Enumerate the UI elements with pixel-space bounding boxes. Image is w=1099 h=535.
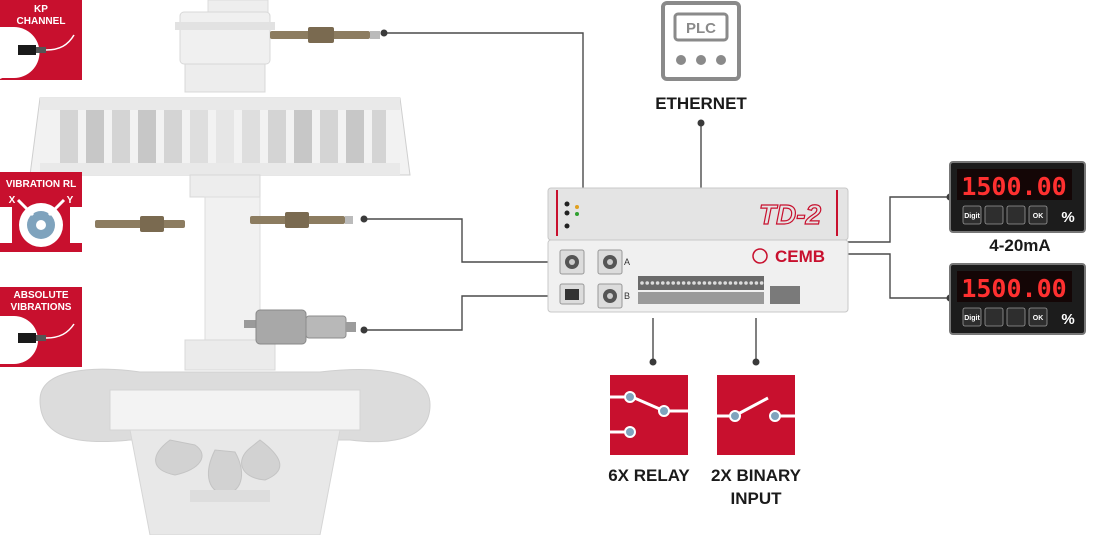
binary-input-icon	[717, 375, 795, 455]
terminal-screw	[671, 281, 675, 285]
badge-kp-line1: KP	[34, 4, 48, 15]
meter-button	[1028, 205, 1048, 225]
channel-b-label: B	[624, 291, 630, 301]
badge-absolute-vibrations: ABSOLUTE VIBRATIONS	[0, 287, 82, 367]
terminal-screw	[661, 281, 665, 285]
badge-absolute-line1: ABSOLUTE	[14, 290, 69, 301]
terminal-screw	[744, 281, 748, 285]
meter-button	[984, 205, 1004, 225]
meter-reading: 1500.00	[961, 274, 1066, 303]
meter-button	[1006, 307, 1026, 327]
terminal-screw	[666, 281, 670, 285]
meter-button-label: Digit	[964, 213, 980, 220]
terminal-screw	[681, 281, 686, 285]
meter-button	[962, 205, 982, 225]
spiral-casing	[39, 368, 431, 535]
meter-button-label: OK	[1033, 315, 1044, 322]
td2-monitoring-unit: TD-2 A B CEMB	[547, 187, 849, 313]
badge-vibration-rl: VIBRATION RL X Y	[0, 172, 82, 252]
connection-dots	[360, 29, 954, 366]
generator-rotor	[29, 97, 411, 176]
badge-axis-x: X	[9, 195, 16, 206]
terminal-screw	[739, 281, 743, 285]
terminal-screw	[650, 281, 655, 285]
terminal-screw	[676, 281, 681, 285]
plc-icon: PLC	[661, 1, 741, 81]
badge-vibration-title: VIBRATION RL	[6, 179, 76, 190]
accelerometer-sensor	[244, 309, 356, 345]
terminal-screw	[749, 281, 753, 285]
terminal-blocks	[640, 281, 764, 285]
connection-lines	[364, 32, 950, 362]
badge-absolute-line2: VIBRATIONS	[11, 302, 72, 313]
meter-unit: %	[1061, 209, 1074, 226]
meter-reading: 1500.00	[961, 172, 1066, 201]
vibration-probe-right	[250, 212, 353, 228]
terminal-screw	[754, 281, 759, 285]
terminal-screw	[713, 281, 717, 285]
ethernet-label: ETHERNET	[655, 94, 747, 113]
analog-output-label: 4-20mA	[989, 236, 1050, 255]
meter-button	[1006, 205, 1026, 225]
badge-kp-line2: CHANNEL	[17, 16, 66, 27]
terminal-screw	[728, 281, 733, 285]
meter-button	[1028, 307, 1048, 327]
turbine-illustration	[29, 0, 431, 535]
terminal-screw	[707, 281, 712, 285]
td2-model-label: TD-2	[759, 199, 822, 230]
plc-label: PLC	[686, 20, 716, 37]
terminal-screw	[702, 281, 707, 285]
meter-unit: %	[1061, 311, 1074, 328]
relay-icon	[610, 375, 688, 455]
terminal-screw	[645, 281, 649, 285]
kp-proximity-probe	[270, 27, 380, 43]
binary-input-label-line1: 2X BINARY	[711, 466, 802, 485]
terminal-screw	[687, 281, 691, 285]
terminal-screw	[640, 281, 644, 285]
terminal-screw	[655, 281, 660, 285]
terminal-screw	[697, 281, 701, 285]
terminal-screw	[692, 281, 696, 285]
terminal-screw	[733, 281, 738, 285]
badge-axis-y: Y	[67, 195, 74, 206]
meter-button	[984, 307, 1004, 327]
terminal-screw	[723, 281, 727, 285]
channel-a-label: A	[624, 257, 630, 267]
meter-button-label: OK	[1033, 213, 1044, 220]
meter-button-label: Digit	[964, 315, 980, 322]
relay-label: 6X RELAY	[608, 466, 690, 485]
vibration-probe-left	[95, 216, 185, 232]
meter-button	[962, 307, 982, 327]
terminal-screw	[759, 281, 764, 285]
terminal-screw	[718, 281, 722, 285]
badge-kp-channel: KP CHANNEL	[0, 0, 82, 80]
binary-input-label-line2: INPUT	[731, 489, 783, 508]
cemb-brand-label: CEMB	[775, 247, 825, 266]
